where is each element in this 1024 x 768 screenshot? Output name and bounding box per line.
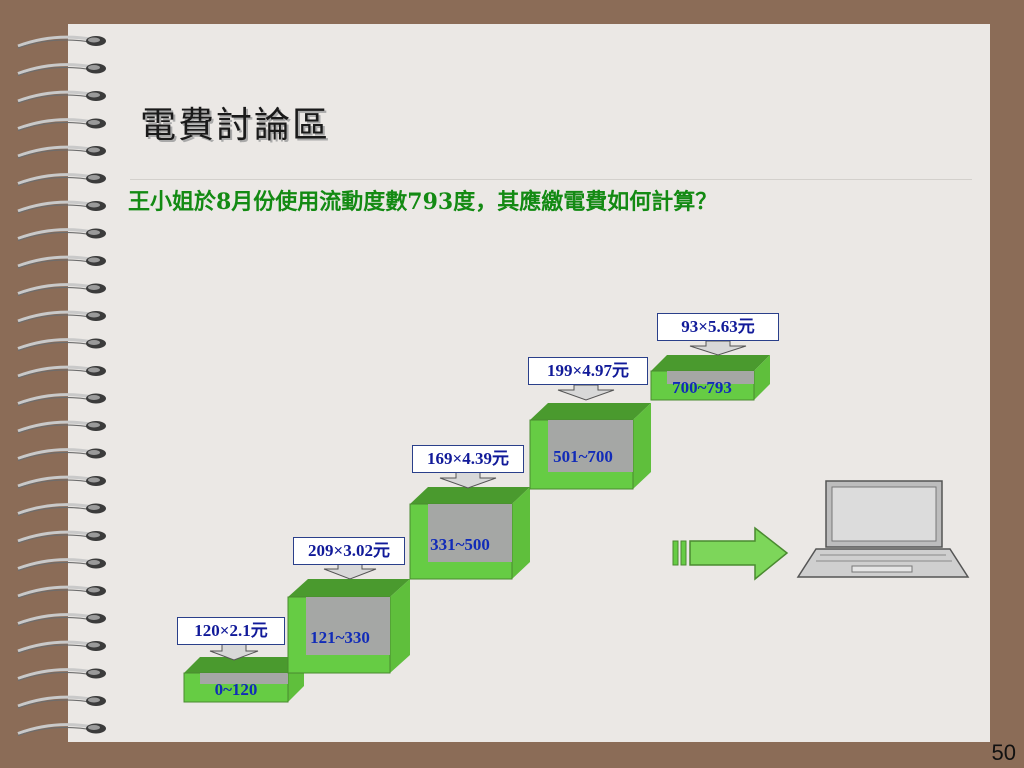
tier-box-4: [529, 403, 651, 490]
tier-box-3: [409, 487, 530, 580]
slide-title: 電費討論區: [140, 105, 331, 146]
page-number: 50: [991, 740, 1016, 765]
spiral-binding-icon: [0, 0, 106, 768]
tier-range-4: 501~700: [553, 447, 613, 466]
tier-rate-5: 93×5.63元: [657, 313, 779, 341]
tier-range-2: 121~330: [310, 628, 370, 647]
laptop-icon: [796, 480, 970, 578]
tier-box-5: [650, 355, 770, 401]
tier-box-2: [287, 579, 410, 674]
tier-range-1: 0~120: [214, 680, 258, 699]
tier-range-3: 331~500: [430, 535, 490, 554]
title-divider: [130, 179, 972, 180]
right-arrow-icon: [672, 526, 789, 581]
tier-rate-4: 199×4.97元: [528, 357, 648, 385]
tier-rate-3: 169×4.39元: [412, 445, 524, 473]
tier-rate-2: 209×3.02元: [293, 537, 405, 565]
question-text: 王小姐於8月份使用流動度數793度，其應繳電費如何計算？: [128, 189, 718, 215]
tier-range-5: 700~793: [672, 378, 732, 397]
tier-rate-1: 120×2.1元: [177, 617, 285, 645]
